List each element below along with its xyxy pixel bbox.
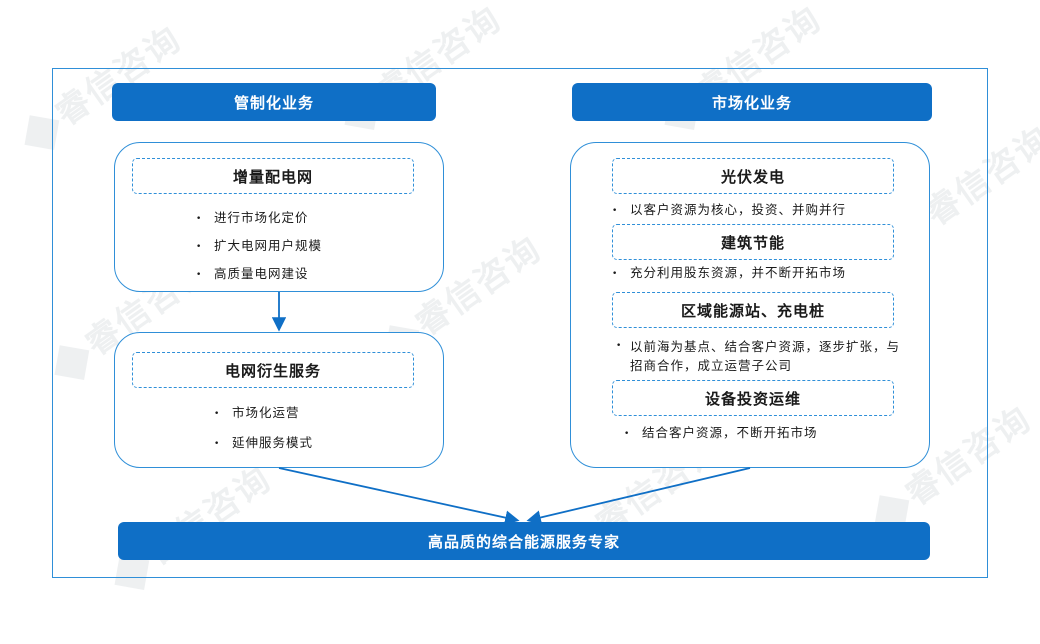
box-title-equipment-ops: 设备投资运维 [612,380,894,416]
bullet-item: •市场化运营 [214,405,300,420]
bullet-item: •充分利用股东资源，并不断开拓市场 [612,265,847,280]
bullet-item: •以前海为基点、结合客户资源，逐步扩张，与招商合作，成立运营子公司 [616,339,901,373]
box-title-energy-station: 区域能源站、充电桩 [612,292,894,328]
box-title-photovoltaic: 光伏发电 [612,158,894,194]
bullet-item: •以客户资源为核心，投资、并购并行 [612,202,847,217]
arrow-left-to-bottom [278,467,520,525]
bullet-item: •高质量电网建设 [196,266,309,281]
bullet-item: •扩大电网用户规模 [196,238,323,253]
bullet-text: 以前海为基点、结合客户资源，逐步扩张，与招商合作，成立运营子公司 [630,339,901,373]
bullet-text: 延伸服务模式 [232,435,314,450]
bullet-item: •进行市场化定价 [196,210,309,225]
box-title-grid-derivative: 电网衍生服务 [132,352,414,388]
box-title-increment-grid: 增量配电网 [132,158,414,194]
bullet-text: 市场化运营 [232,405,300,420]
bullet-text: 扩大电网用户规模 [214,238,323,253]
arrow-right-to-bottom [526,467,751,525]
bullet-text: 进行市场化定价 [214,210,309,225]
right-header: 市场化业务 [572,83,932,121]
bullet-text: 以客户资源为核心，投资、并购并行 [630,202,847,217]
box-title-building-energy: 建筑节能 [612,224,894,260]
left-header: 管制化业务 [112,83,436,121]
diagram-frame [52,68,988,578]
bullet-text: 高质量电网建设 [214,266,309,281]
bullet-item: •结合客户资源，不断开拓市场 [624,425,818,440]
bottom-goal-bar: 高品质的综合能源服务专家 [118,522,930,560]
bullet-item: •延伸服务模式 [214,435,314,450]
bullet-text: 结合客户资源，不断开拓市场 [642,425,818,440]
bullet-text: 充分利用股东资源，并不断开拓市场 [630,265,847,280]
